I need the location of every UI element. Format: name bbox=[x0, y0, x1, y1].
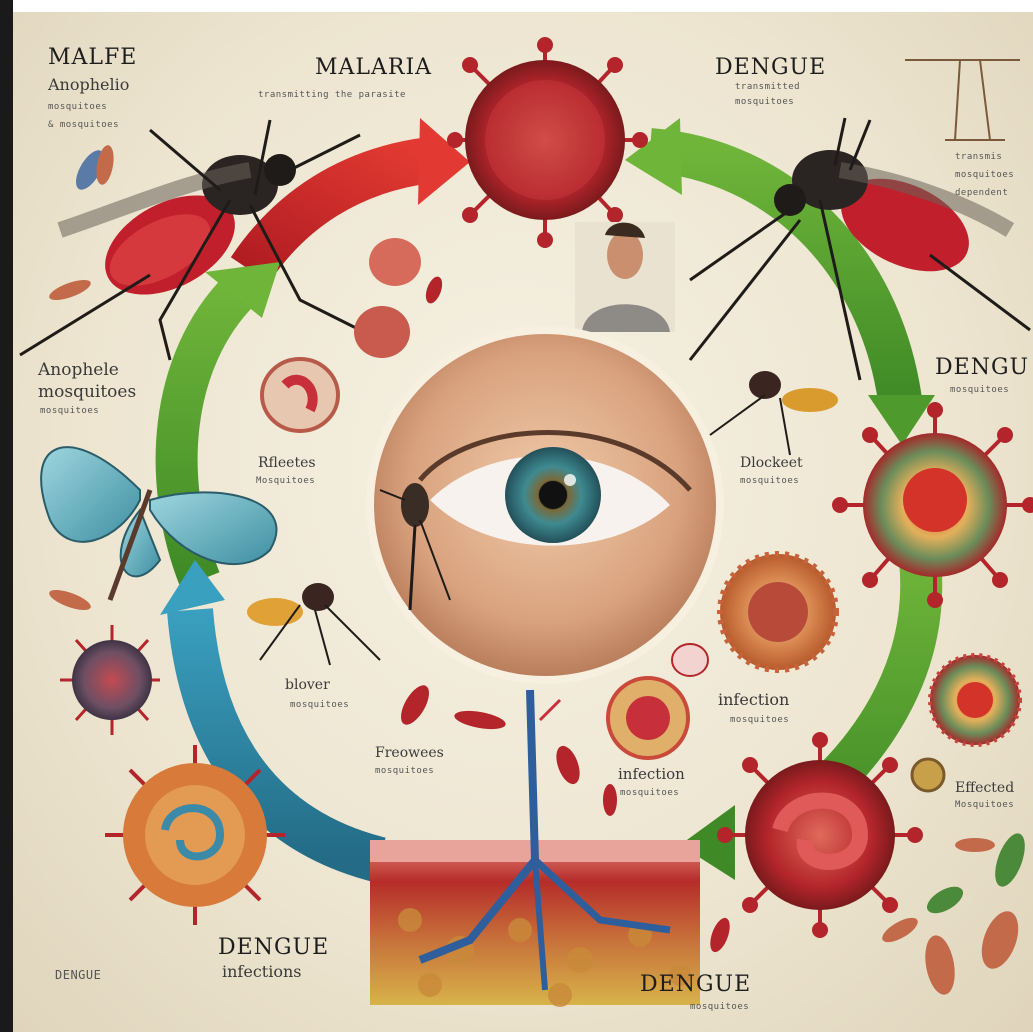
label-dengue-infections: DENGUE bbox=[218, 935, 329, 960]
virus-orange-right bbox=[720, 554, 836, 670]
label-blover-sub: mosquitoes bbox=[290, 700, 349, 710]
label-infection-2: infection bbox=[618, 765, 685, 783]
label-right-mid-1: transmis bbox=[955, 152, 1002, 162]
label-anophelio-sub2: & mosquitoes bbox=[48, 120, 119, 130]
label-anophele: Anophele bbox=[38, 360, 119, 380]
virus-bottom-left bbox=[105, 745, 285, 925]
label-infection-1-sub: mosquitoes bbox=[730, 715, 789, 725]
virus-left-purple bbox=[60, 625, 160, 735]
label-freowees-sub: mosquitoes bbox=[375, 766, 434, 776]
label-blockeet-sub: mosquitoes bbox=[740, 476, 799, 486]
label-infection-2-sub: mosquitoes bbox=[620, 788, 679, 798]
label-dengue-top-sub1: transmitted bbox=[735, 82, 800, 92]
label-dengue-top-sub2: mosquitoes bbox=[735, 97, 794, 107]
mosquito-small-right bbox=[710, 371, 838, 455]
person-portrait bbox=[575, 222, 675, 332]
label-rfleetes-sub: Mosquitoes bbox=[256, 476, 315, 486]
label-anophele-tiny: mosquitoes bbox=[40, 406, 99, 416]
label-infection-1: infection bbox=[718, 690, 789, 709]
virus-bottom-right bbox=[717, 732, 923, 938]
virus-top-center bbox=[447, 37, 648, 248]
label-dengue-infections-sub: infections bbox=[222, 962, 301, 981]
eye-magnifier bbox=[370, 330, 720, 680]
label-malaria: MALARIA bbox=[315, 55, 432, 80]
label-right-mid-3: dependent bbox=[955, 188, 1008, 198]
label-malaria-sub: transmitting the parasite bbox=[258, 90, 406, 100]
label-anophelio-sub1: mosquitoes bbox=[48, 102, 107, 112]
mosquito-small-left bbox=[247, 583, 380, 665]
label-dengue-right-sub: mosquitoes bbox=[950, 385, 1009, 395]
label-effected: Effected bbox=[955, 780, 1014, 796]
label-rfleetes: Rfleetes bbox=[258, 455, 316, 471]
label-blover: blover bbox=[285, 677, 330, 693]
label-effected-sub: Mosquitoes bbox=[955, 800, 1014, 810]
label-right-mid-2: mosquitoes bbox=[955, 170, 1014, 180]
sketch-top-right bbox=[905, 60, 1020, 140]
label-dengue-top: DENGUE bbox=[715, 55, 826, 80]
label-dengue-bottom: DENGUE bbox=[640, 972, 751, 997]
virus-far-right bbox=[930, 655, 1020, 745]
label-freowees: Freowees bbox=[375, 745, 444, 761]
label-blockeet: Dlockeet bbox=[740, 455, 803, 471]
label-anophelio: Anophelio bbox=[48, 75, 129, 94]
label-anophele-sub: mosquitoes bbox=[38, 382, 136, 402]
label-malfe: MALFE bbox=[48, 45, 137, 70]
label-dengue-bottom-sub: mosquitoes bbox=[690, 1002, 749, 1012]
label-dengue-bottom-left: DENGUE bbox=[55, 968, 101, 982]
label-dengue-right: DENGU bbox=[935, 355, 1029, 380]
